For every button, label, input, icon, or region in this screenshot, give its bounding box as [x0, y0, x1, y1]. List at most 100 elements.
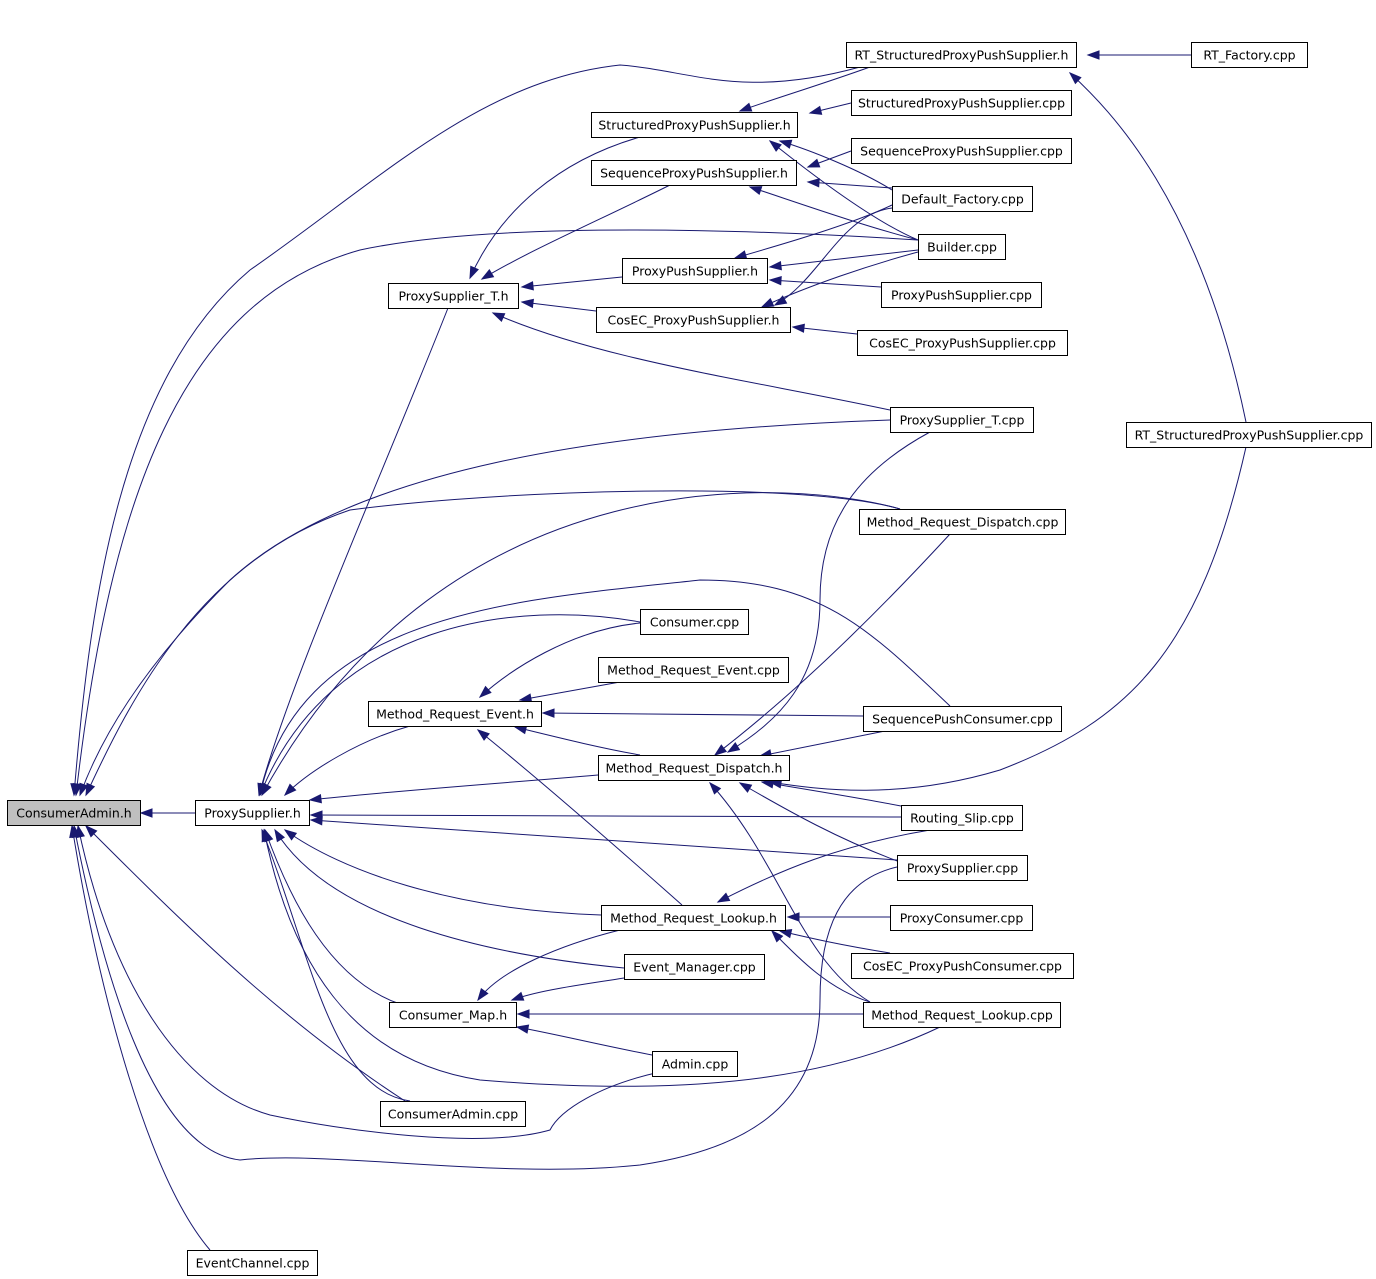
edge-arrowhead: [79, 782, 89, 797]
edge-line: [769, 446, 1247, 791]
node-structuredproxypushsupplier-h[interactable]: StructuredProxyPushSupplier.h: [591, 112, 798, 138]
node-default-factory-cpp[interactable]: Default_Factory.cpp: [892, 186, 1033, 212]
node-consumeradmin-h[interactable]: ConsumerAdmin.h: [7, 800, 141, 826]
node-eventchannel-cpp[interactable]: EventChannel.cpp: [187, 1250, 318, 1276]
node-proxysupplier-t-h[interactable]: ProxySupplier_T.h: [388, 283, 519, 309]
node-label: ProxySupplier_T.cpp: [900, 413, 1025, 428]
edge-consumeradmin_cpp-to-consumeradmin_h: [84, 824, 406, 1102]
node-proxysupplier-cpp[interactable]: ProxySupplier.cpp: [897, 855, 1028, 881]
node-box: [389, 1002, 517, 1028]
edge-builder_cpp-to-structuredproxypushsupplier_h: [768, 140, 919, 241]
node-sequenceproxypushsupplier-cpp[interactable]: SequenceProxyPushSupplier.cpp: [851, 138, 1072, 164]
edge-method_request_lookup_h-to-consumer_map_h: [477, 929, 621, 1002]
node-label: StructuredProxyPushSupplier.cpp: [858, 96, 1065, 111]
node-proxypushsupplier-h[interactable]: ProxyPushSupplier.h: [622, 258, 768, 284]
node-label: Routing_Slip.cpp: [910, 811, 1014, 826]
node-box: [890, 905, 1033, 931]
edge-line: [274, 829, 625, 969]
node-label: Admin.cpp: [662, 1057, 729, 1072]
node-builder-cpp[interactable]: Builder.cpp: [918, 234, 1006, 260]
node-method-request-dispatch-cpp[interactable]: Method_Request_Dispatch.cpp: [859, 509, 1066, 535]
node-rt-factory-cpp[interactable]: RT_Factory.cpp: [1191, 42, 1308, 68]
node-rt-structuredproxypushsupplier-h[interactable]: RT_StructuredProxyPushSupplier.h: [846, 42, 1077, 68]
edge-line: [521, 301, 597, 312]
node-cosec-proxypushsupplier-cpp[interactable]: CosEC_ProxyPushSupplier.cpp: [857, 330, 1068, 356]
edge-line: [727, 431, 931, 753]
node-box: [897, 855, 1028, 881]
node-label: CosEC_ProxyPushSupplier.cpp: [869, 336, 1056, 351]
node-proxyconsumer-cpp[interactable]: ProxyConsumer.cpp: [890, 905, 1033, 931]
edge-sequenceproxypushsupplier_h-to-proxysupplier_t_h: [480, 184, 671, 280]
node-method-request-dispatch-h[interactable]: Method_Request_Dispatch.h: [598, 755, 790, 781]
edge-routing_slip_cpp-to-method_request_lookup_h: [716, 829, 931, 903]
edge-arrowhead: [478, 685, 492, 698]
edge-line: [85, 825, 406, 1102]
node-label: StructuredProxyPushSupplier.h: [598, 118, 790, 133]
edge-arrowhead: [516, 1009, 530, 1019]
edge-arrowhead: [738, 102, 753, 112]
node-proxysupplier-t-cpp[interactable]: ProxySupplier_T.cpp: [890, 407, 1034, 433]
node-event-manager-cpp[interactable]: Event_Manager.cpp: [624, 954, 765, 980]
edge-method_request_dispatch_cpp-to-proxysupplier_h: [261, 492, 901, 797]
edge-rt_factory_cpp-to-rt_structuredproxypushsupplier_h: [1086, 50, 1191, 60]
edge-arrowhead: [283, 783, 297, 797]
node-cosec-proxypushconsumer-cpp[interactable]: CosEC_ProxyPushConsumer.cpp: [851, 953, 1074, 979]
node-label: Method_Request_Event.h: [376, 707, 534, 722]
node-method-request-event-h[interactable]: Method_Request_Event.h: [368, 701, 542, 727]
edge-arrowhead: [808, 105, 823, 115]
node-consumeradmin-cpp[interactable]: ConsumerAdmin.cpp: [380, 1101, 526, 1127]
node-label: SequenceProxyPushSupplier.cpp: [860, 144, 1063, 159]
edge-arrowhead: [768, 261, 782, 271]
node-routing-slip-cpp[interactable]: Routing_Slip.cpp: [901, 805, 1023, 831]
edge-line: [309, 774, 599, 801]
node-rt-structuredproxypushsupplier-cpp[interactable]: RT_StructuredProxyPushSupplier.cpp: [1126, 422, 1372, 448]
edge-proxyconsumer_cpp-to-method_request_lookup_h: [786, 912, 890, 922]
node-label: Method_Request_Lookup.h: [610, 911, 777, 926]
edge-arrowhead: [733, 250, 748, 260]
node-box: [622, 258, 768, 284]
edge-cosec_proxypushsupplier_cpp-to-cosec_proxypushsupplier_h: [791, 323, 858, 335]
node-sequencepushconsumer-cpp[interactable]: SequencePushConsumer.cpp: [863, 706, 1062, 732]
node-box: [601, 905, 786, 931]
edge-line: [521, 276, 623, 288]
node-method-request-event-cpp[interactable]: Method_Request_Event.cpp: [598, 657, 789, 683]
edge-arrowhead: [476, 729, 490, 741]
node-consumer-map-h[interactable]: Consumer_Map.h: [389, 1002, 517, 1028]
edge-event_manager_cpp-to-proxysupplier_h: [274, 828, 625, 969]
node-method-request-lookup-h[interactable]: Method_Request_Lookup.h: [601, 905, 786, 931]
edge-line: [542, 712, 864, 717]
node-method-request-lookup-cpp[interactable]: Method_Request_Lookup.cpp: [863, 1002, 1061, 1028]
node-cosec-proxypushsupplier-h[interactable]: CosEC_ProxyPushSupplier.h: [596, 307, 791, 333]
node-box: [851, 953, 1074, 979]
node-proxysupplier-h[interactable]: ProxySupplier.h: [195, 800, 310, 826]
edge-line: [514, 726, 641, 756]
edge-line: [73, 64, 861, 796]
node-sequenceproxypushsupplier-h[interactable]: SequenceProxyPushSupplier.h: [591, 160, 797, 186]
edge-structuredproxypushsupplier_cpp-to-structuredproxypushsupplier_h: [808, 102, 852, 115]
node-consumer-cpp[interactable]: Consumer.cpp: [640, 609, 749, 635]
node-label: RT_Factory.cpp: [1203, 48, 1295, 63]
edge-arrowhead: [139, 808, 153, 818]
edge-arrowhead: [773, 295, 788, 306]
edge-sequenceproxypushsupplier_cpp-to-sequenceproxypushsupplier_h: [806, 150, 852, 168]
edge-line: [264, 829, 401, 1005]
edge-eventchannel_cpp-to-consumeradmin_h: [69, 824, 211, 1251]
edge-arrowhead: [469, 265, 479, 280]
edge-arrowhead: [69, 824, 79, 839]
node-proxypushsupplier-cpp[interactable]: ProxyPushSupplier.cpp: [881, 282, 1042, 308]
edge-arrowhead: [261, 828, 271, 843]
node-label: RT_StructuredProxyPushSupplier.cpp: [1135, 428, 1364, 443]
edge-line: [310, 819, 898, 861]
node-label: SequencePushConsumer.cpp: [872, 712, 1053, 727]
edge-builder_cpp-to-proxypushsupplier_h: [768, 249, 919, 271]
edge-arrowhead: [309, 810, 323, 820]
node-box: [598, 755, 790, 781]
edge-method_request_dispatch_h-to-method_request_event_h: [513, 725, 641, 756]
node-admin-cpp[interactable]: Admin.cpp: [652, 1051, 738, 1077]
edge-arrowhead: [778, 139, 793, 149]
edge-line: [261, 829, 411, 1102]
node-structuredproxypushsupplier-cpp[interactable]: StructuredProxyPushSupplier.cpp: [851, 90, 1072, 116]
edge-arrowhead: [308, 794, 322, 804]
edge-line: [261, 492, 901, 796]
edge-line: [284, 829, 602, 916]
